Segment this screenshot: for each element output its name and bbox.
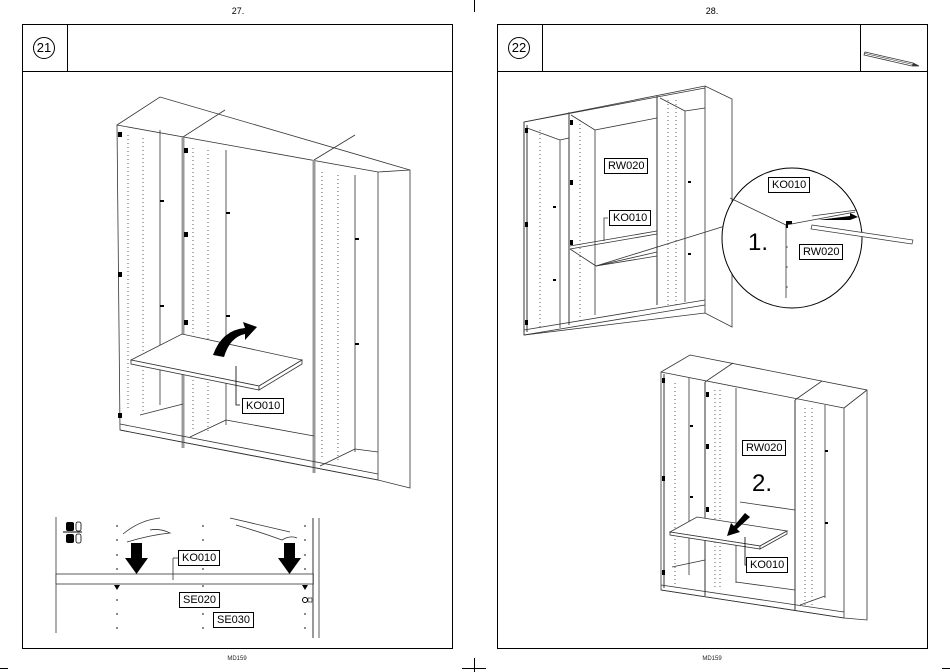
part-label-rw020-bottom: RW020 (742, 440, 786, 456)
step-number-cell: 22 (498, 25, 543, 71)
footer-code-left: MD159 (217, 656, 257, 662)
page-number-left: 27. (218, 6, 258, 16)
step-number: 22 (508, 37, 530, 59)
zoom-label-rw020: RW020 (799, 244, 843, 260)
crop-mark-bottom-right (942, 668, 950, 669)
part-label-ko010-detail: KO010 (178, 550, 220, 566)
part-label-ko010-bottom: KO010 (746, 557, 788, 573)
step-number: 21 (33, 37, 55, 59)
step-header: 21 (23, 25, 452, 72)
crop-mark-bottom-center-v (474, 658, 475, 672)
zoom-label-ko010: KO010 (768, 177, 810, 193)
crop-mark-bottom-center-h (462, 668, 486, 669)
crop-mark-bottom-left (0, 668, 8, 669)
page-number-right: 28. (692, 6, 732, 16)
step-panel-21: 21 (22, 24, 453, 649)
tool-cell (860, 25, 927, 71)
step-panel-22: 22 (497, 24, 928, 649)
pencil-icon (861, 25, 927, 71)
part-label-ko010: KO010 (242, 398, 284, 414)
footer-code-right: MD159 (692, 656, 732, 662)
step-header: 22 (498, 25, 927, 72)
step-number-cell: 21 (23, 25, 68, 71)
crop-mark-top-center (474, 0, 475, 12)
part-label-rw020: RW020 (604, 158, 648, 174)
part-label-ko010: KO010 (609, 210, 651, 226)
substep-number-1: 1. (748, 229, 768, 257)
part-label-se020: SE020 (179, 592, 220, 608)
substep-number-2: 2. (752, 470, 772, 498)
part-label-se030: SE030 (213, 612, 254, 628)
